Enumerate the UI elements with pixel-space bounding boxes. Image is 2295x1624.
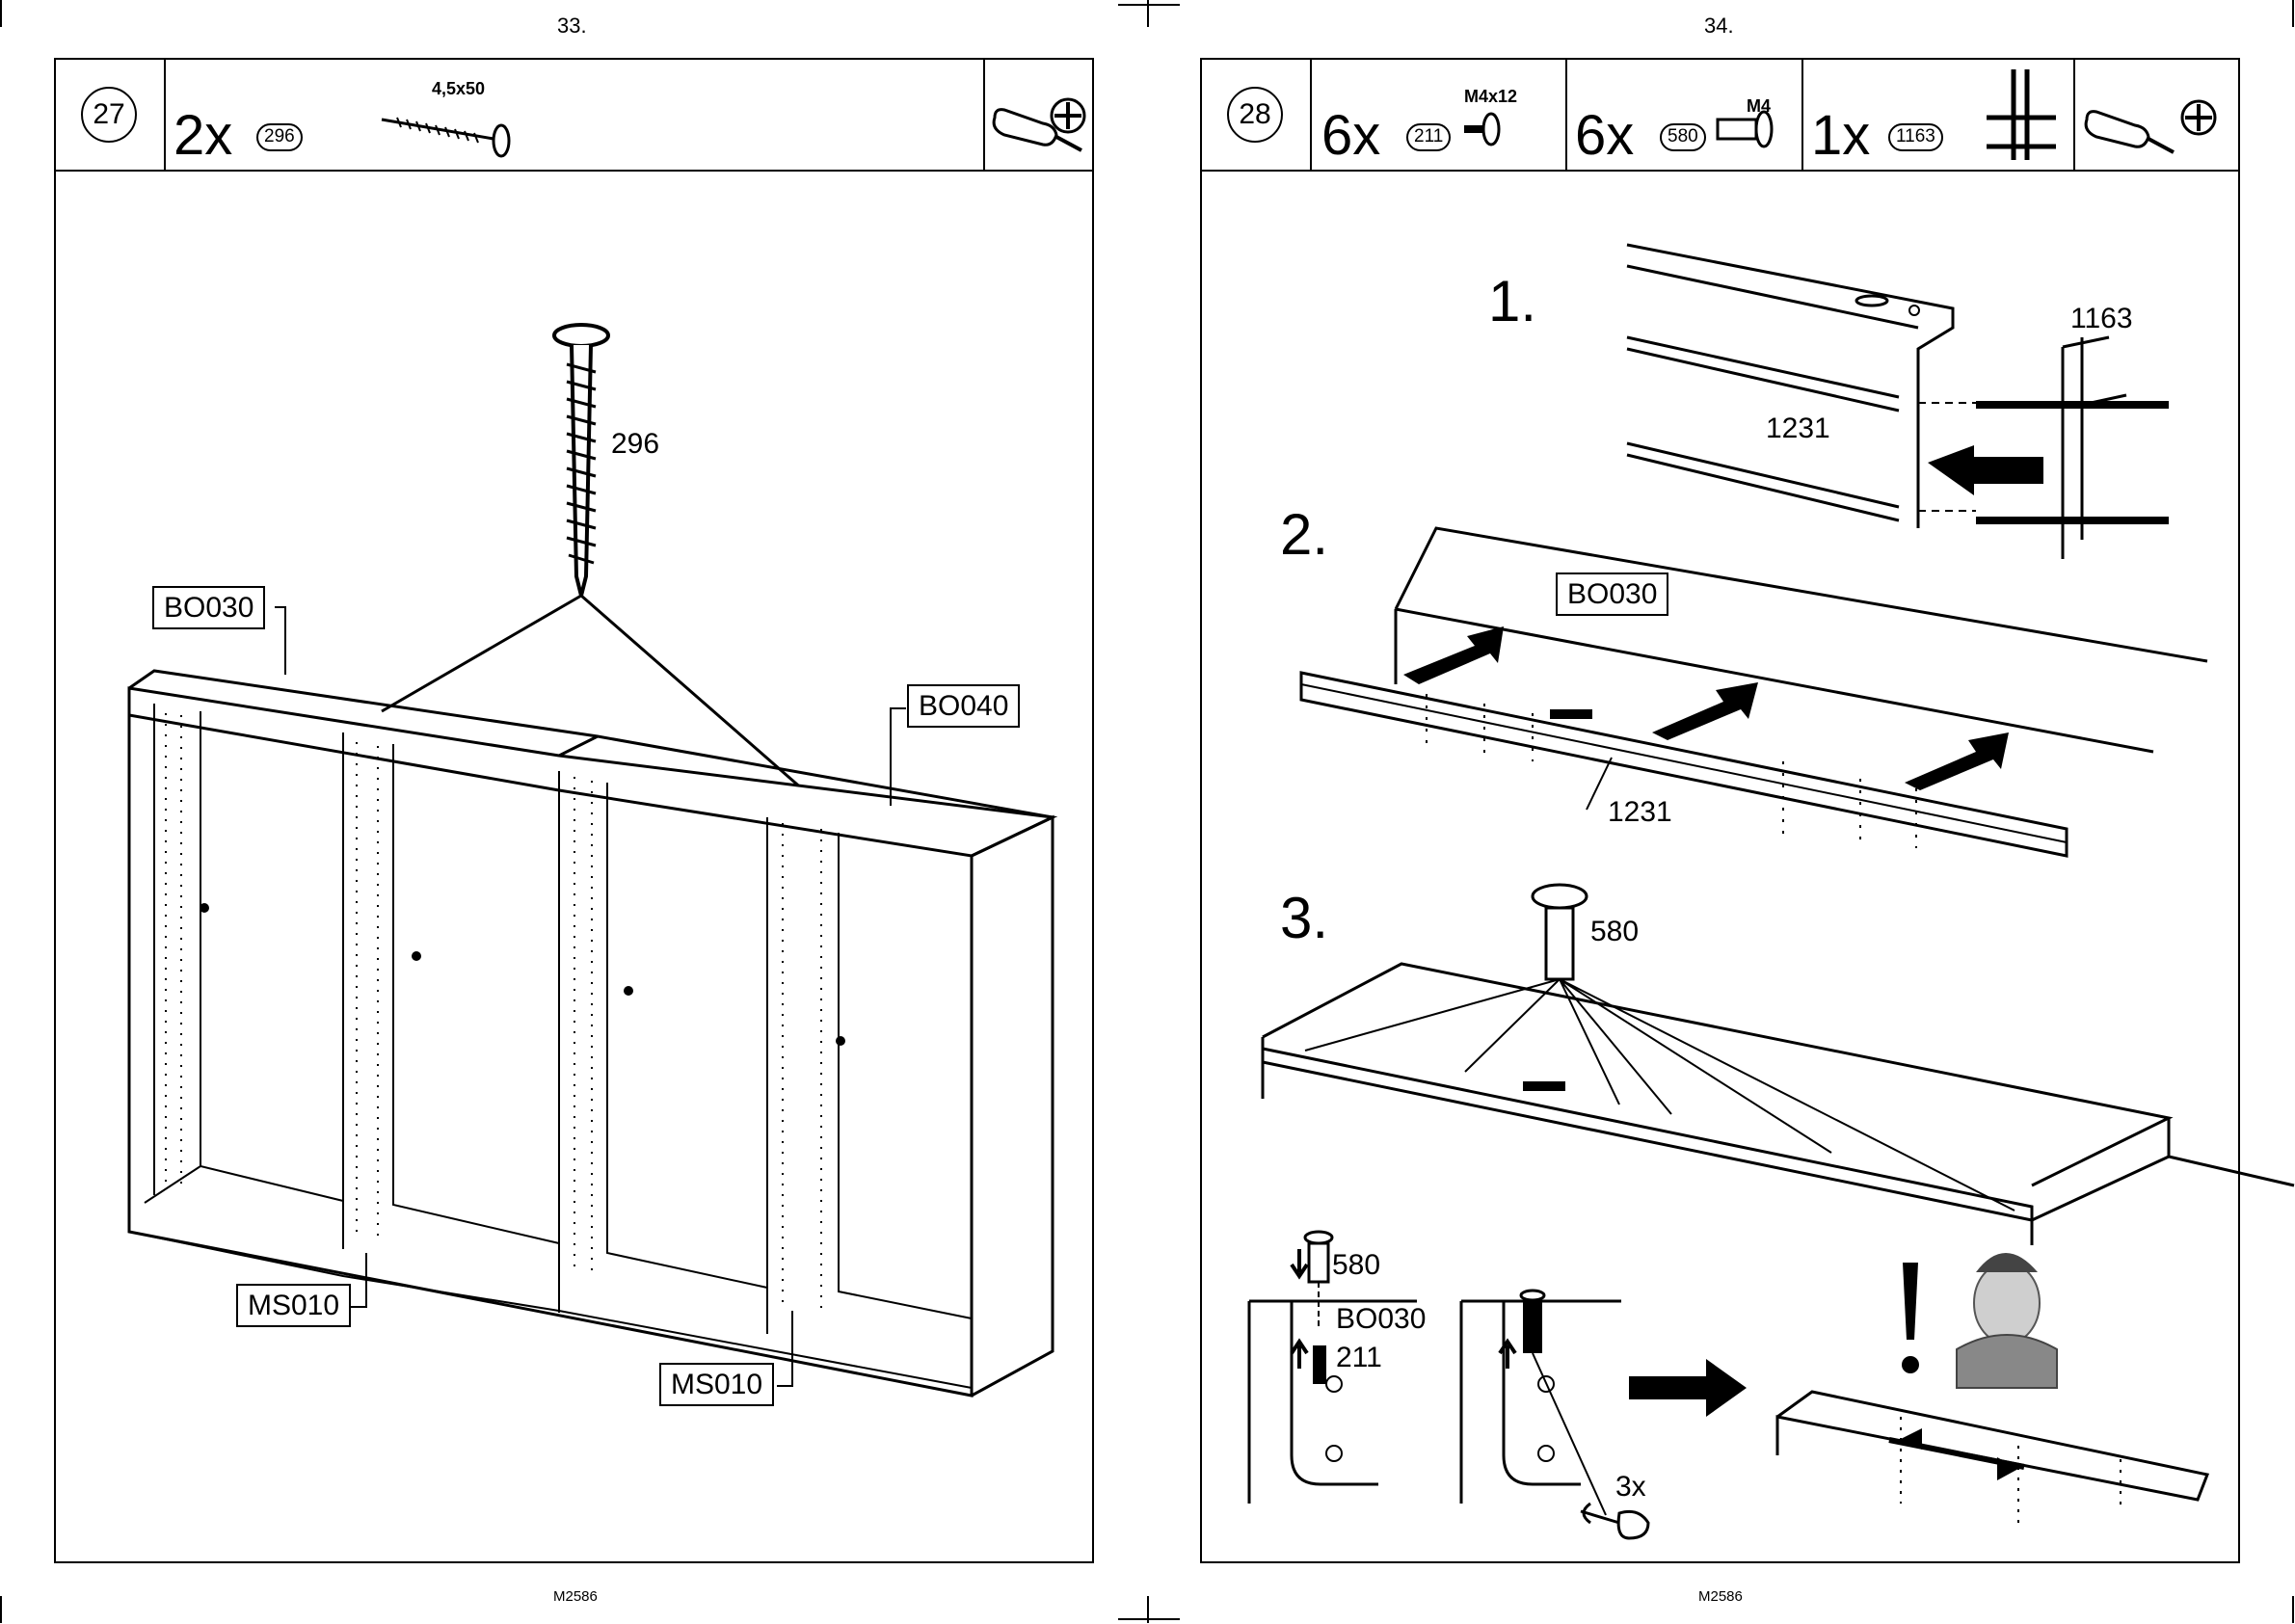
detail-label-211: 211 <box>1336 1342 1382 1374</box>
arrow-down-icon <box>1292 1249 1307 1276</box>
arrow-left-icon <box>1928 445 2043 495</box>
warning-exclamation-icon <box>1903 1263 1918 1340</box>
detail-label-580: 580 <box>1332 1249 1380 1282</box>
part-label-1231: 1231 <box>1766 413 1830 445</box>
screw-label-580: 580 <box>1590 916 1639 948</box>
panel-label-bo030: BO030 <box>1556 572 1668 616</box>
arrow-up-icon <box>1292 1342 1307 1369</box>
mascot-figure <box>1957 1253 2057 1388</box>
arrow-right-icon <box>1629 1359 1747 1417</box>
substep-number-1: 1. <box>1488 268 1536 334</box>
arrow-up-icon <box>1905 732 2009 790</box>
detail-label-bo030: BO030 <box>1336 1303 1426 1336</box>
substep-1-drawing <box>1627 245 2169 559</box>
rail-label-1231: 1231 <box>1608 796 1672 829</box>
screwdriver-icon <box>1581 1511 1648 1538</box>
arrow-up-icon <box>1652 682 1758 740</box>
repeat-count-label: 3x <box>1615 1471 1646 1504</box>
detail-view-drawing <box>1249 1232 2207 1538</box>
substep-2-drawing <box>1301 528 2207 856</box>
substep-number-3: 3. <box>1280 885 1328 951</box>
arrow-up-icon <box>1403 626 1504 684</box>
part-label-1163: 1163 <box>2070 303 2133 335</box>
arrow-up-icon <box>1500 1342 1515 1369</box>
substep-3-drawing <box>1263 885 2294 1245</box>
substep-number-2: 2. <box>1280 501 1328 568</box>
